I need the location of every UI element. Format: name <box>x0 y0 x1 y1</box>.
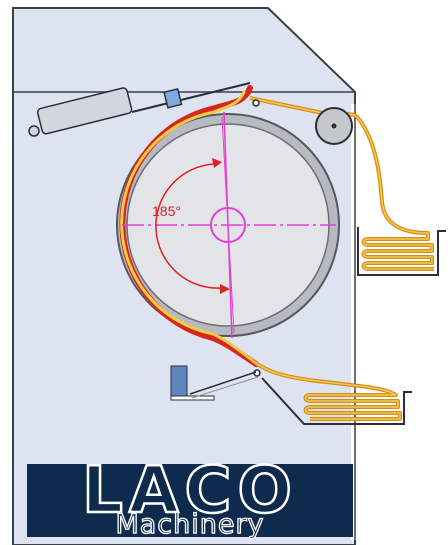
upper-guide-pin <box>252 99 260 107</box>
bracket-arm <box>189 371 257 395</box>
belt-wrap-yellow-layer <box>120 90 254 362</box>
centerlines <box>122 111 336 339</box>
wrap-angle-line-bottom <box>227 224 235 334</box>
bracket-post <box>170 365 188 397</box>
belt-wrap <box>119 85 259 367</box>
wrap-angle-label: 185° <box>152 203 181 219</box>
lower-belt-run <box>250 358 412 425</box>
cylinder-body <box>36 87 133 135</box>
upper-tray <box>357 227 446 276</box>
wrap-angle-indicator: 185° <box>152 158 230 294</box>
upper-belt-run <box>249 96 446 276</box>
laco-logo: LACO Machinery <box>27 453 353 541</box>
lower-tray <box>261 377 412 425</box>
logo-line-1: LACO <box>82 454 298 528</box>
wrap-angle-arc <box>155 163 223 289</box>
logo-line-2: Machinery <box>115 509 264 540</box>
cylinder-clamp <box>163 87 183 109</box>
wrap-angle-line-top <box>221 116 229 226</box>
logo-background <box>27 464 353 537</box>
pneumatic-cylinder <box>28 82 251 137</box>
cylinder-rod <box>131 82 251 113</box>
cylinder-pivot <box>28 125 40 137</box>
arrow-head-top <box>212 158 222 168</box>
guide-roller-axle <box>331 123 337 129</box>
lower-belt-highlight <box>251 359 401 420</box>
bracket-arm-shadow <box>191 376 259 399</box>
lower-bracket <box>170 365 259 401</box>
upper-belt-highlight <box>249 97 434 270</box>
arrow-head-bottom <box>220 284 230 294</box>
guide-roller <box>315 107 353 145</box>
